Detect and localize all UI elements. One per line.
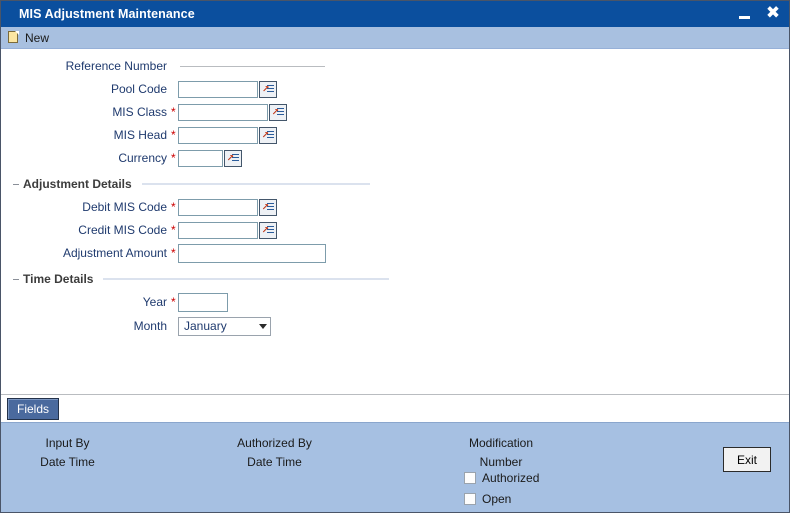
audit-footer: Input By Date Time Authorized By Date Ti… [1,422,789,512]
debit-mis-code-input[interactable] [177,198,258,216]
adjustment-amount-input[interactable] [177,243,326,263]
fields-button[interactable]: Fields [7,397,60,420]
field-row-mis-class: MIS Class * ↗ [1,102,789,122]
mis-head-input[interactable] [177,126,258,144]
credit-mis-code-label: Credit MIS Code [78,223,167,237]
month-select-value: January [184,319,227,333]
year-input[interactable] [177,292,228,312]
collapse-icon[interactable] [13,183,19,185]
open-checkbox-row: Open [464,492,511,506]
field-row-credit-mis-code: Credit MIS Code * ↗ [1,220,789,240]
pool-code-label: Pool Code [110,82,167,96]
pool-code-input[interactable] [178,80,258,98]
mis-class-lookup-icon[interactable]: ↗ [268,103,287,121]
window-controls: ✖ [737,3,781,23]
pool-code-lookup-icon[interactable]: ↗ [259,80,277,98]
input-by-label: Input By [45,436,90,450]
new-button[interactable]: New [8,31,49,45]
close-icon[interactable]: ✖ [765,3,781,23]
time-details-header: Time Details [1,272,789,286]
credit-mis-code-lookup-icon[interactable]: ↗ [258,221,277,239]
input-by-column: Input By Date Time [21,434,114,472]
credit-mis-code-required-marker: * [171,223,176,237]
mis-class-input[interactable] [177,103,268,121]
main-fields-section: Reference Number Pool Code ↗ MIS Class *… [1,49,789,168]
mis-head-required-marker: * [171,128,176,142]
action-bar: Fields [1,394,789,422]
debit-mis-code-required-marker: * [171,200,176,214]
time-details-group: Time Details Year * Month January [1,272,789,337]
year-label: Year [142,295,167,309]
authorized-by-datetime-label: Date Time [247,455,302,469]
currency-input[interactable] [177,149,223,167]
debit-mis-code-label: Debit MIS Code [82,200,167,214]
mis-class-label: MIS Class [112,105,167,119]
field-row-reference-number: Reference Number [1,56,789,76]
currency-label: Currency [118,151,167,165]
adjustment-amount-required-marker: * [171,246,176,260]
currency-lookup-icon[interactable]: ↗ [223,149,242,167]
new-button-label: New [25,30,50,45]
mis-class-required-marker: * [171,105,176,119]
adjustment-details-group: Adjustment Details Debit MIS Code * ↗ Cr… [1,177,789,263]
adjustment-details-header: Adjustment Details [1,177,789,191]
authorized-by-label: Authorized By [237,436,312,450]
collapse-icon[interactable] [13,278,19,280]
currency-required-marker: * [171,151,176,165]
field-row-adjustment-amount: Adjustment Amount * [1,243,789,263]
minimize-icon[interactable] [737,6,753,22]
authorized-checkbox[interactable] [464,472,476,484]
authorized-by-column: Authorized By Date Time [227,434,322,472]
time-details-body: Year * Month January [1,286,789,337]
field-row-currency: Currency * ↗ [1,148,789,168]
mis-head-lookup-icon[interactable]: ↗ [258,126,277,144]
document-icon [8,31,19,44]
credit-mis-code-input[interactable] [177,221,258,239]
month-select[interactable]: January [178,316,271,336]
exit-button[interactable]: Exit [723,447,771,472]
time-details-title: Time Details [23,272,94,286]
toolbar: New [1,27,789,49]
group-divider [141,183,370,185]
title-bar: MIS Adjustment Maintenance ✖ [1,1,789,27]
field-row-mis-head: MIS Head * ↗ [1,125,789,145]
chevron-down-icon [259,323,267,329]
year-required-marker: * [171,295,176,309]
authorized-checkbox-row: Authorized [464,471,539,485]
reference-number-value [180,65,325,67]
field-row-month: Month January [1,315,789,337]
mis-head-label: MIS Head [113,128,167,142]
field-row-debit-mis-code: Debit MIS Code * ↗ [1,197,789,217]
number-label: Number [479,455,523,469]
window-title: MIS Adjustment Maintenance [19,6,195,21]
modification-number-column: Modification Number [456,434,546,472]
field-row-pool-code: Pool Code ↗ [1,79,789,99]
month-label: Month [133,319,167,333]
form-body: Reference Number Pool Code ↗ MIS Class *… [1,49,789,394]
group-divider [103,278,390,280]
adjustment-amount-label: Adjustment Amount [62,246,167,260]
open-checkbox[interactable] [464,493,476,505]
adjustment-details-title: Adjustment Details [23,177,132,191]
debit-mis-code-lookup-icon[interactable]: ↗ [258,198,277,216]
adjustment-details-body: Debit MIS Code * ↗ Credit MIS Code * ↗ [1,191,789,263]
open-checkbox-label: Open [482,492,512,506]
authorized-checkbox-label: Authorized [482,471,540,485]
input-by-datetime-label: Date Time [40,455,95,469]
modification-label: Modification [468,436,534,450]
field-row-year: Year * [1,292,789,312]
reference-number-label: Reference Number [65,59,167,73]
